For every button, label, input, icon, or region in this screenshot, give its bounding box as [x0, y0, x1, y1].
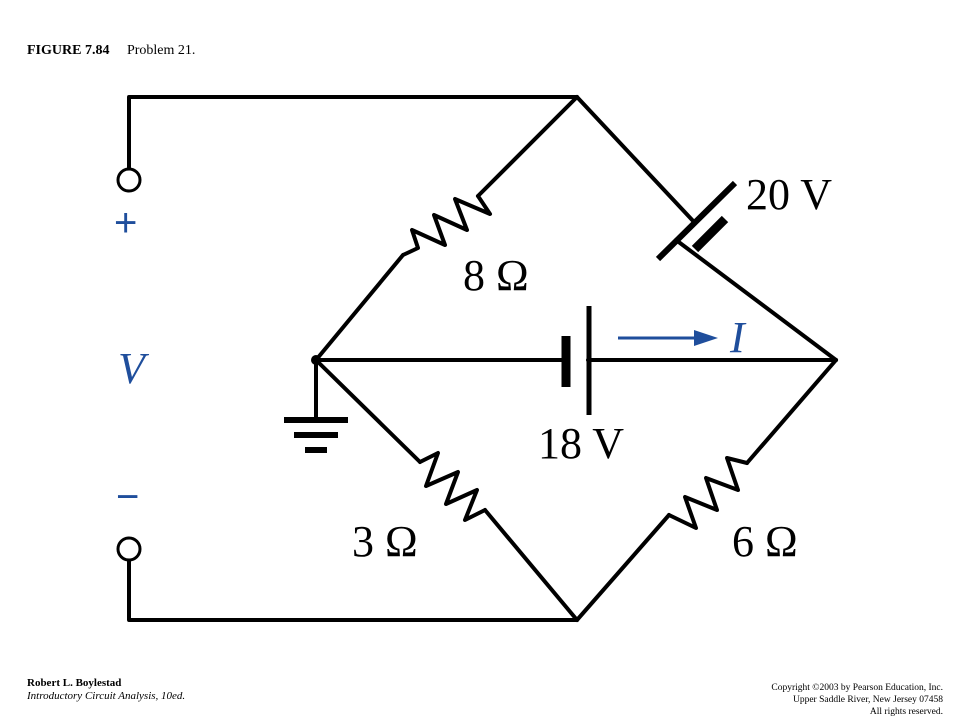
label-3-ohm: 3 Ω [352, 517, 418, 566]
footer-author: Robert L. Boylestad [27, 677, 122, 689]
terminal-positive [116, 167, 142, 193]
label-18v: 18 V [538, 419, 624, 468]
battery-20v-symbol [655, 180, 738, 262]
figure-caption: Problem 21. [126, 43, 196, 58]
label-minus: − [116, 475, 139, 519]
battery-18v-symbol [561, 306, 592, 415]
wire-3ohm-to-bottom [483, 508, 579, 622]
label-8-ohm: 8 Ω [463, 251, 529, 300]
footer-copyright: Copyright ©2003 by Pearson Education, In… [771, 682, 943, 718]
copyright-line-3: All rights reserved. [869, 707, 943, 717]
wire-right-to-6ohm [745, 358, 838, 465]
terminal-negative [116, 536, 142, 562]
wire-top-to-20v [575, 95, 697, 225]
footer-book: Introductory Circuit Analysis, 10ed. [27, 690, 186, 702]
copyright-line-2: Upper Saddle River, New Jersey 07458 [792, 695, 943, 705]
wire-8ohm-to-node [314, 253, 405, 362]
figure-number: FIGURE 7.84 [27, 43, 110, 58]
resistor-3-ohm [418, 451, 487, 522]
junction-dot [311, 355, 321, 365]
footer-credit: Robert L. Boylestad Introductory Circuit… [27, 677, 185, 703]
label-voltage-v: V [118, 344, 150, 393]
resistor-6-ohm [667, 456, 749, 530]
current-arrow [618, 330, 718, 346]
wire-left-bottom [127, 559, 579, 622]
label-6-ohm: 6 Ω [732, 517, 798, 566]
copyright-line-1: Copyright ©2003 by Pearson Education, In… [771, 683, 943, 693]
wire-top-to-8ohm [476, 95, 579, 198]
label-plus: + [114, 201, 137, 245]
wire-left-top [127, 95, 579, 170]
label-current-i: I [729, 313, 747, 362]
wire-6ohm-to-bottom [575, 513, 671, 622]
resistor-8-ohm [401, 194, 492, 257]
figure-title: FIGURE 7.84 Problem 21. [27, 42, 195, 60]
wire-node-to-3ohm [314, 358, 422, 464]
label-20v: 20 V [746, 170, 832, 219]
wire-20v-to-right [674, 238, 838, 362]
ground-symbol [284, 417, 348, 453]
